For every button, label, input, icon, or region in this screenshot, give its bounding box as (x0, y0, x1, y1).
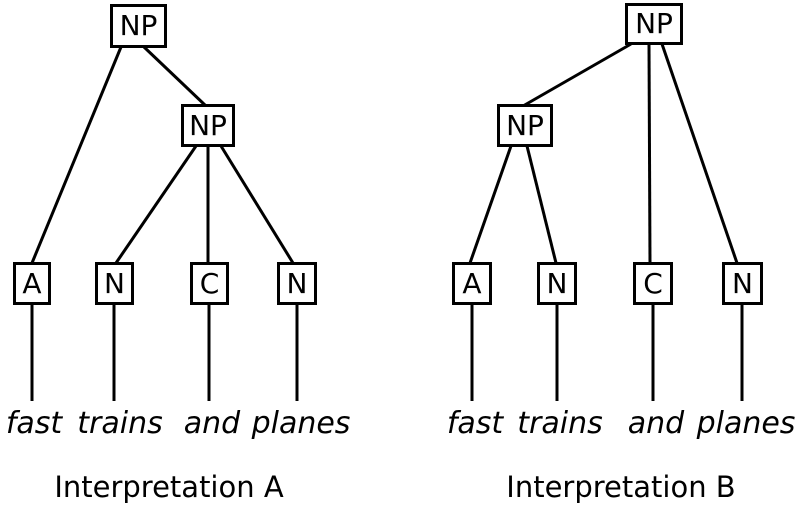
tree-b-inner-node: NP (497, 104, 553, 147)
edge-b-inner-to-leaf-n1 (525, 145, 558, 264)
tree-b-leaf-c: C (633, 262, 673, 305)
tree-a-word-fast: fast (5, 406, 63, 441)
edge-a-root-to-inner-np (142, 45, 208, 108)
tree-a-root-node: NP (110, 4, 167, 48)
tree-a-caption: Interpretation A (54, 470, 284, 504)
tree-b-root-node: NP (625, 3, 683, 45)
tree-b-word-and: and (627, 406, 685, 441)
edge-b-root-to-leaf-c (647, 43, 652, 264)
tree-a-leaf-n2: N (277, 262, 317, 305)
edge-a-inner-to-leaf-n2 (219, 145, 295, 264)
tree-a-word-planes: planes (251, 406, 351, 441)
tree-a-word-trains: trains (77, 406, 163, 441)
tree-b-word-trains: trains (517, 406, 603, 441)
tree-b-word-planes: planes (696, 406, 796, 441)
tree-b-word-fast: fast (446, 406, 504, 441)
tree-b-caption: Interpretation B (506, 470, 736, 504)
edge-b-inner-to-leaf-a (468, 145, 513, 264)
tree-b-leaf-a: A (452, 262, 492, 305)
tree-b-leaf-n1: N (537, 262, 577, 305)
tree-a-leaf-a: A (13, 262, 51, 305)
tree-a-leaf-c: C (190, 262, 229, 305)
tree-a-word-and: and (183, 406, 241, 441)
tree-a-leaf-n1: N (95, 262, 134, 305)
edge-a-inner-to-leaf-n1 (114, 145, 198, 264)
tree-b-leaf-n2: N (722, 262, 763, 305)
tree-a-inner-node: NP (181, 104, 235, 147)
edge-a-root-to-leaf-a (30, 46, 123, 264)
edge-b-root-to-leaf-n2 (660, 43, 739, 264)
edge-b-root-to-inner-np (522, 42, 632, 108)
